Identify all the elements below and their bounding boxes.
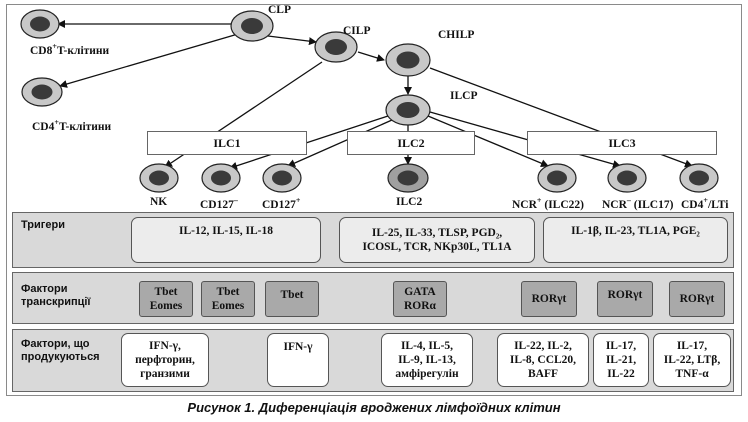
nucleus (689, 170, 709, 186)
ncr22-sup: + (536, 196, 542, 205)
label-chilp: CHILP (438, 29, 475, 41)
group-box-ilc1: ILC1 (147, 131, 307, 155)
cell-cd4lti (679, 163, 719, 193)
band-triggers: Тригери IL-12, IL-15, IL-18 IL-25, IL-33… (12, 212, 734, 268)
nucleus (272, 170, 292, 186)
cd4-rest: T-клітини (58, 120, 112, 133)
band-title-products: Фактори, що продукуються (21, 338, 100, 363)
tf-lti: RORγt (669, 281, 725, 317)
label-cd127neg: CD127– (200, 196, 238, 211)
label-cilp: CILP (343, 25, 371, 37)
ncr17-sup: – (626, 196, 631, 205)
arrow-ilcp-cd127neg (229, 115, 389, 170)
label-cd127pos: CD127+ (262, 196, 300, 211)
label-nk: NK (150, 196, 168, 208)
label-cd4: CD4+T-клітини (32, 118, 111, 133)
arrow-ilcp-ncr22 (427, 115, 549, 167)
cell-cd127pos (262, 163, 302, 193)
band-title-triggers: Тригери (21, 219, 65, 231)
cell-ncr17 (607, 163, 647, 193)
nucleus (547, 170, 567, 186)
arrow-ilcp-ncr17 (429, 111, 621, 168)
nucleus (149, 170, 169, 186)
cell-cd8 (20, 9, 60, 39)
cell-nk (139, 163, 179, 193)
nucleus (617, 170, 637, 186)
cell-clp (230, 10, 274, 42)
nucleus (396, 51, 420, 69)
band-transcription-factors: Фактори транскрипції Tbet Eomes Tbet Eom… (12, 272, 734, 324)
arrow-clp-cilp (267, 35, 317, 46)
triggers-ilc3: IL-1β, IL-23, TL1A, PGE₂ (543, 217, 728, 263)
tf-ilc2: GATA RORα (393, 281, 447, 317)
band-title-tf: Фактори транскрипції (21, 283, 91, 308)
label-cd4lti: CD4+/LTi (681, 196, 728, 211)
products-ncr17: IL-17, IL-21, IL-22 (593, 333, 649, 387)
tf-nk: Tbet Eomes (139, 281, 193, 317)
ncr22-rest: (ILC22) (541, 198, 584, 211)
nucleus (211, 170, 231, 186)
arrow-ilcp-cd127pos (287, 119, 393, 167)
tf-ncr22: RORγt (521, 281, 577, 317)
cd127neg-sup: – (233, 196, 238, 205)
cell-ncr22 (537, 163, 577, 193)
arrow-cilp-chilp (357, 51, 385, 62)
nucleus (241, 18, 263, 34)
cd4-sup: + (54, 118, 59, 127)
products-cd127pos: IFN-γ (267, 333, 329, 387)
nucleus (31, 84, 53, 100)
cell-cilp (314, 31, 358, 63)
cell-ilcp (385, 94, 431, 126)
cd4lti-text: CD4 (681, 198, 704, 211)
label-cd8: CD8+T-клітини (30, 42, 109, 57)
label-ncr17: NCR– (ILC17) (602, 196, 673, 211)
band-produced-factors: Фактори, що продукуються IFN-γ, перфтори… (12, 329, 734, 392)
ncr17-rest: (ILC17) (630, 198, 674, 211)
cd8-rest: T-клітини (56, 44, 110, 57)
nucleus (397, 170, 419, 186)
label-ncr22: NCR+ (ILC22) (512, 196, 584, 211)
ncr17-text: NCR (602, 198, 627, 211)
cd127neg-text: CD127 (200, 198, 234, 211)
products-nk: IFN-γ, перфторин, гранзими (121, 333, 209, 387)
ncr22-text: NCR (512, 198, 537, 211)
label-ilc2-cell: ILC2 (396, 196, 423, 208)
tf-cd127neg: Tbet Eomes (201, 281, 255, 317)
nucleus (325, 39, 347, 55)
label-ilcp: ILCP (450, 90, 478, 102)
cd8-text: CD8 (30, 44, 53, 57)
cd4-text: CD4 (32, 120, 55, 133)
cell-chilp (385, 43, 431, 77)
products-lti: IL-17, IL-22, LTβ, TNF-α (653, 333, 731, 387)
tf-ncr17: RORγt (597, 281, 653, 317)
tf-cd127pos: Tbet (265, 281, 319, 317)
cell-ilc2 (387, 163, 429, 193)
products-ilc2: IL-4, IL-5, IL-9, IL-13, амфірегулін (381, 333, 473, 387)
cell-cd127neg (201, 163, 241, 193)
triggers-ilc2: IL-25, IL-33, TLSP, PGD₂, ICOSL, TCR, NK… (339, 217, 535, 263)
cd127pos-sup: + (295, 196, 301, 205)
group-box-ilc3: ILC3 (527, 131, 717, 155)
figure-caption: Рисунок 1. Диференціація вроджених лімфо… (187, 400, 561, 415)
products-ncr22: IL-22, IL-2, IL-8, CCL20, BAFF (497, 333, 589, 387)
nucleus (396, 102, 420, 118)
cd4lti-sup: + (703, 196, 708, 205)
cd127pos-text: CD127 (262, 198, 296, 211)
nucleus (30, 16, 50, 32)
arrow-clp-cd4 (59, 33, 239, 88)
triggers-ilc1: IL-12, IL-15, IL-18 (131, 217, 321, 263)
cd8-sup: + (52, 42, 57, 51)
group-box-ilc2: ILC2 (347, 131, 475, 155)
cd4lti-rest: /LTi (707, 198, 729, 211)
cell-cd4 (21, 77, 63, 107)
label-clp: CLP (268, 4, 291, 16)
